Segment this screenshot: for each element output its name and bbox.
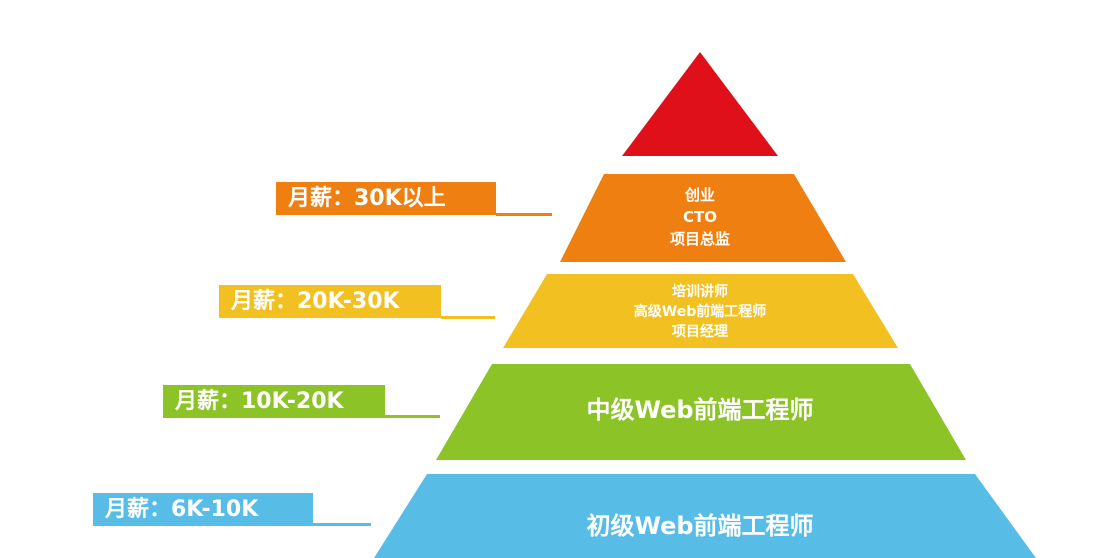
salary-label-10k-20k: 月薪：10K-20K	[163, 385, 385, 418]
tier-2-line-1: 创业	[684, 186, 715, 204]
salary-label-30k-plus: 月薪：30K以上	[276, 182, 496, 215]
tier-base-text: 初级Web前端工程师	[500, 510, 900, 542]
pyramid-tier-base	[374, 474, 1036, 558]
pyramid-tier-2	[560, 174, 846, 262]
tier-base-line-1: 初级Web前端工程师	[586, 512, 814, 540]
salary-leader-30k-plus	[496, 213, 552, 216]
tier-4-line-1: 中级Web前端工程师	[586, 396, 814, 424]
pyramid-tier-4	[436, 364, 966, 460]
pyramid-tier-top	[622, 52, 778, 156]
salary-leader-6k-10k	[313, 523, 371, 526]
salary-text-30k-plus: 月薪：30K以上	[288, 186, 446, 211]
pyramid-tier-3	[503, 274, 898, 348]
tier-3-line-2: 高级Web前端工程师	[633, 304, 767, 320]
tier-3-text: 培训讲师 高级Web前端工程师 项目经理	[575, 282, 825, 342]
tier-2-line-2: CTO	[683, 208, 717, 226]
salary-leader-10k-20k	[385, 415, 440, 418]
tier-2-line-3: 项目总监	[669, 230, 730, 248]
tier-3-line-3: 项目经理	[672, 324, 728, 340]
salary-text-6k-10k: 月薪：6K-10K	[105, 497, 259, 522]
salary-label-20k-30k: 月薪：20K-30K	[219, 285, 441, 318]
salary-text-10k-20k: 月薪：10K-20K	[175, 389, 344, 414]
tier-2-text: 创业 CTO 项目总监	[600, 184, 800, 250]
salary-label-6k-10k: 月薪：6K-10K	[93, 493, 313, 526]
tier-4-text: 中级Web前端工程师	[500, 394, 900, 426]
salary-text-20k-30k: 月薪：20K-30K	[231, 289, 400, 314]
salary-leader-20k-30k	[441, 316, 495, 319]
tier-3-line-1: 培训讲师	[672, 284, 728, 300]
